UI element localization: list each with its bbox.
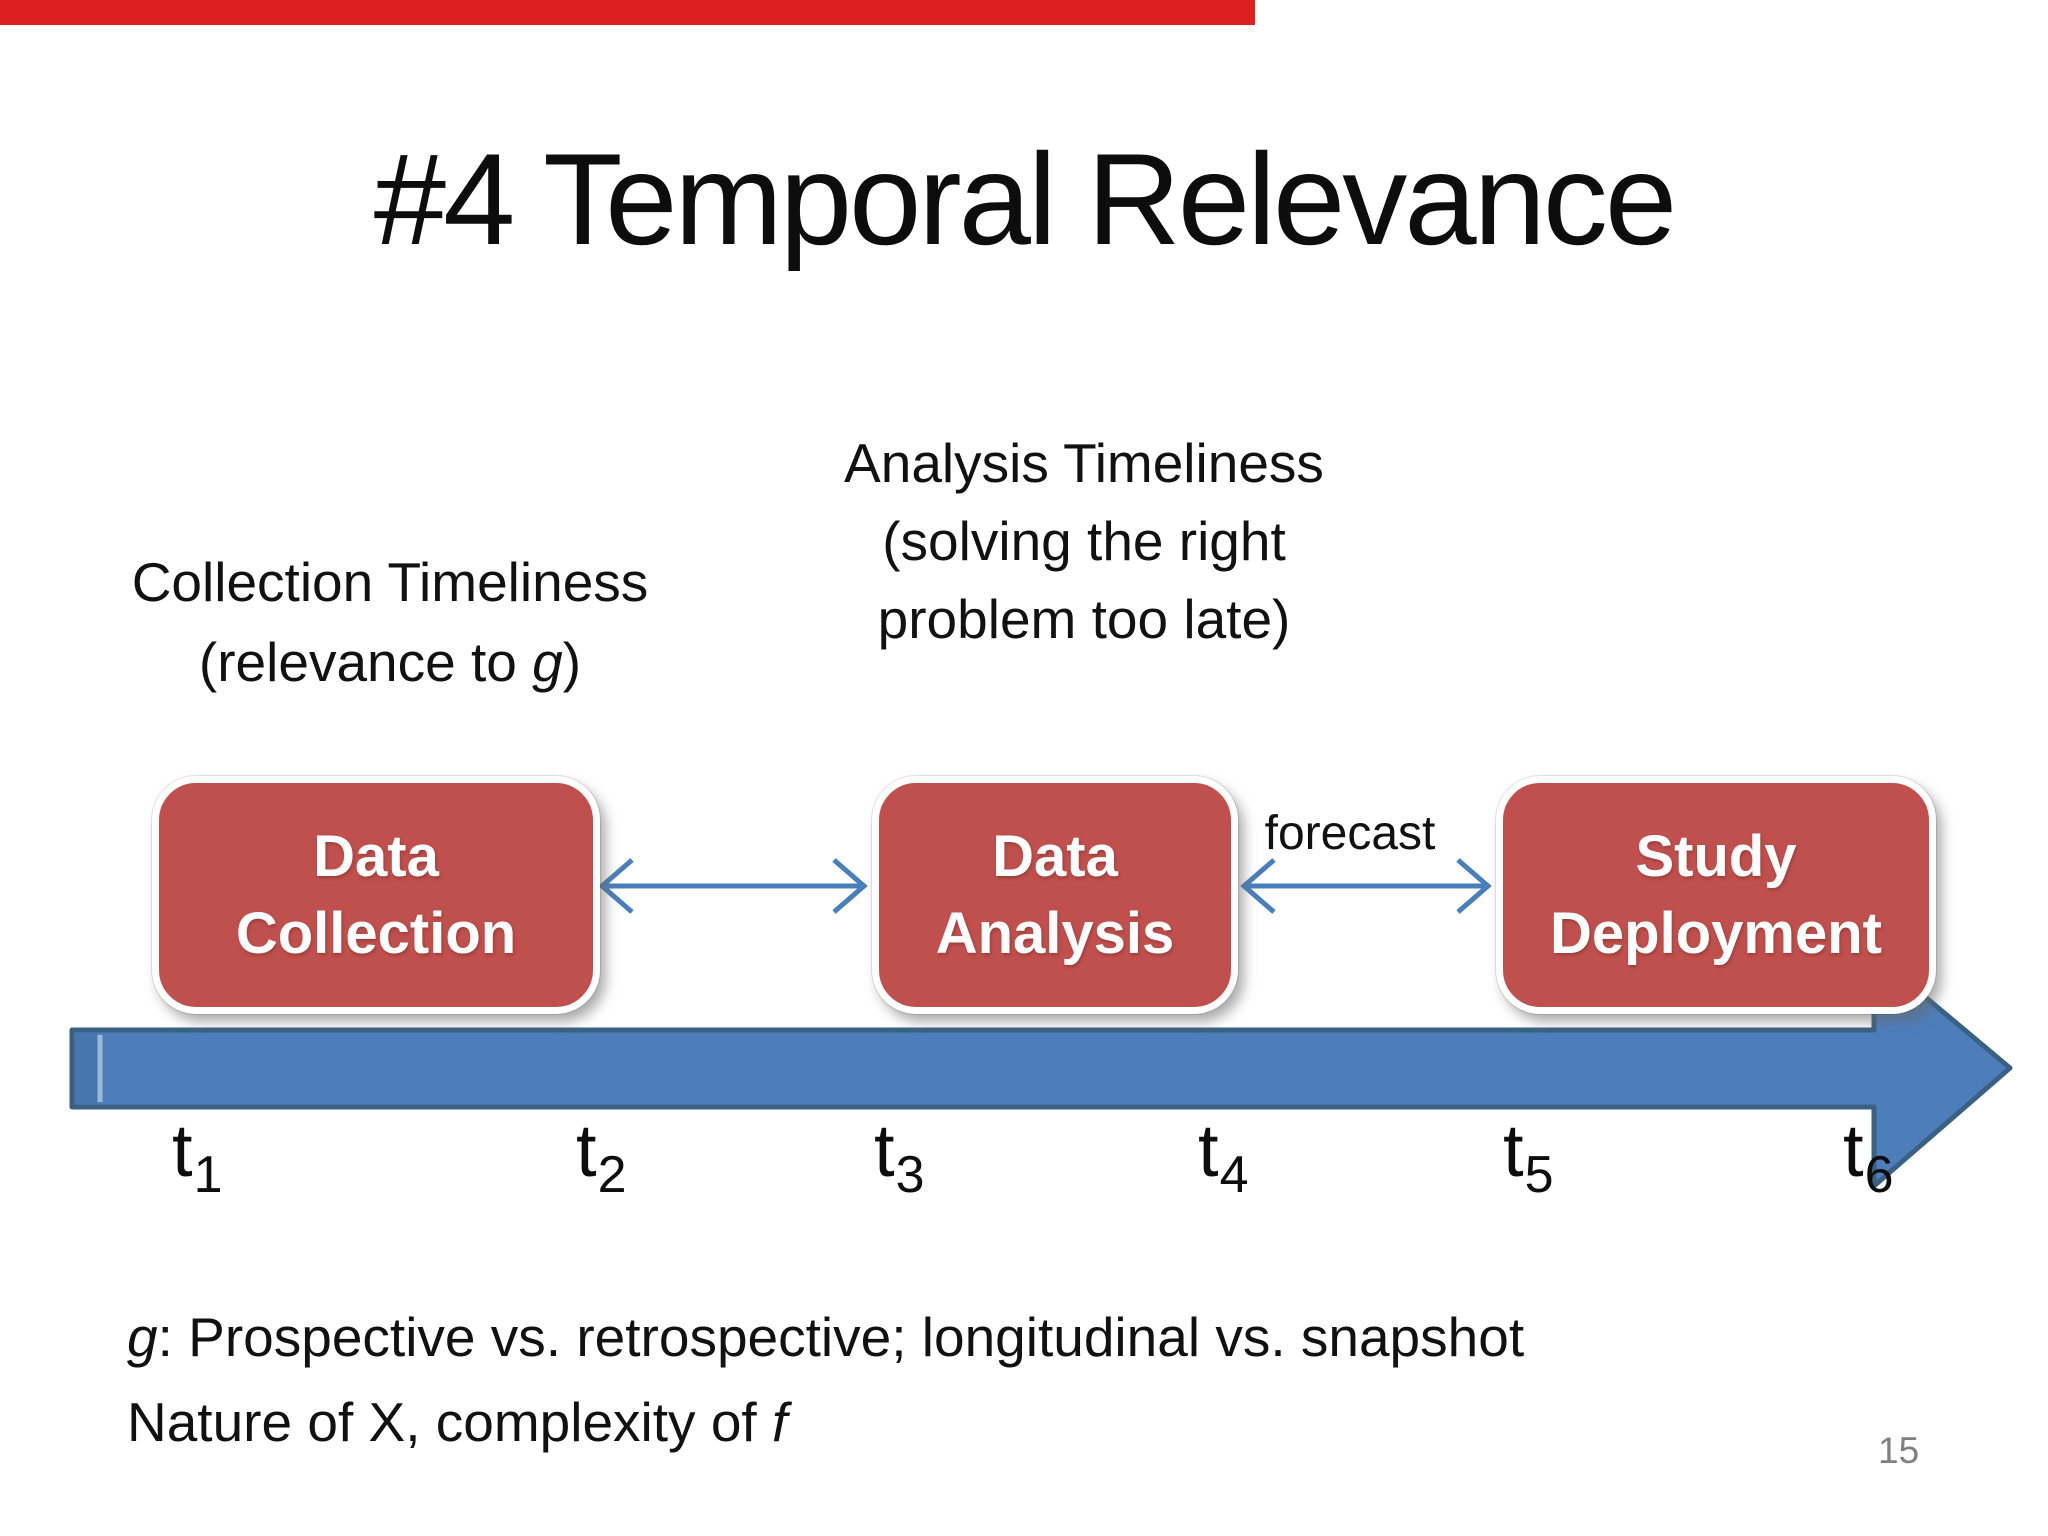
timeline-label-t3: t3 <box>874 1109 925 1204</box>
analysis-timeliness-caption: Analysis Timeliness (solving the right p… <box>788 424 1380 658</box>
double-arrow-forecast-icon <box>1240 858 1492 914</box>
timeline-label-t6: t6 <box>1843 1109 1894 1204</box>
page-number: 15 <box>1878 1430 1920 1471</box>
box-label-line1: Data <box>313 824 439 889</box>
box-label-line1: Data <box>992 824 1118 889</box>
process-box-data-collection: Data Collection <box>152 776 600 1014</box>
footer-line1: g: Prospective vs. retrospective; longit… <box>127 1306 1525 1368</box>
collection-timeliness-caption: Collection Timeliness (relevance to g) <box>58 542 722 702</box>
box-label-line1: Study <box>1635 824 1797 889</box>
forecast-label: forecast <box>1264 807 1436 860</box>
timeline-label-t5: t5 <box>1503 1109 1554 1204</box>
timeline-label-t2: t2 <box>576 1109 627 1204</box>
collection-caption-line2-post: ) <box>562 631 582 693</box>
analysis-caption-line2: (solving the right <box>882 510 1286 572</box>
footer-line2: Nature of X, complexity of f <box>127 1391 788 1453</box>
process-box-study-deployment: Study Deployment <box>1496 776 1936 1014</box>
collection-caption-line2-pre: (relevance to <box>198 631 533 693</box>
collection-caption-line1: Collection Timeliness <box>131 551 649 613</box>
footer-notes: g: Prospective vs. retrospective; longit… <box>127 1295 1877 1465</box>
video-progress-bar <box>0 0 1255 25</box>
box-label-line2: Analysis <box>935 901 1175 966</box>
timeline-label-t4: t4 <box>1198 1109 1249 1204</box>
double-arrow-icon <box>598 858 868 914</box>
box-label-line2: Deployment <box>1550 901 1882 966</box>
collection-caption-g: g <box>532 631 563 693</box>
slide-title: #4 Temporal Relevance <box>373 126 1677 272</box>
timeline-arrow <box>69 951 2013 1189</box>
timeline-label-t1: t1 <box>172 1109 223 1204</box>
box-label-line2: Collection <box>235 901 517 966</box>
analysis-caption-line1: Analysis Timeliness <box>844 432 1324 494</box>
analysis-caption-line3: problem too late) <box>877 588 1291 650</box>
process-box-data-analysis: Data Analysis <box>872 776 1238 1014</box>
